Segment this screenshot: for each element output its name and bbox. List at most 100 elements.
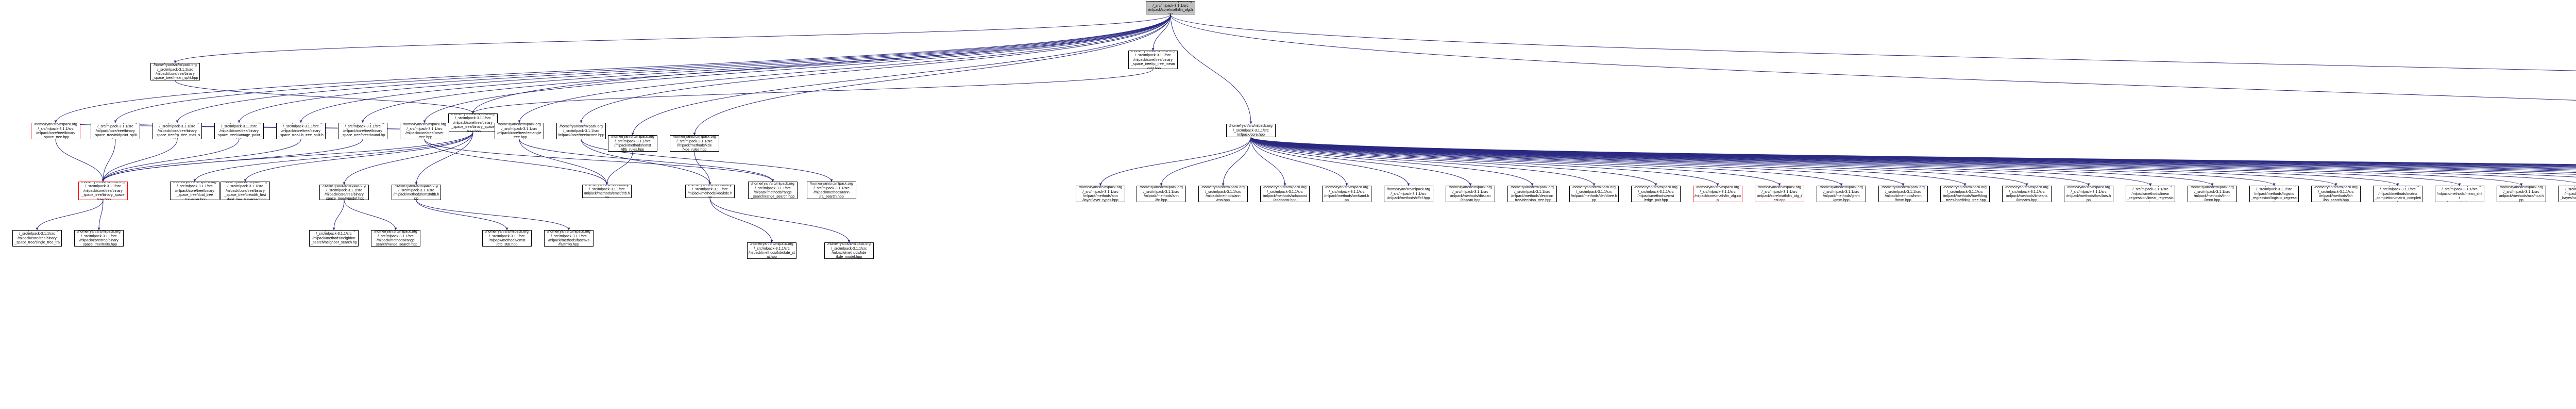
graph-edge [1250, 137, 1967, 186]
graph-node[interactable]: /home/ryan/src/mlpack.org /_src/mlpack-3… [495, 123, 544, 139]
graph-node[interactable]: /home/ryan/src/mlpack.org /_src/mlpack-3… [78, 182, 128, 200]
graph-node[interactable]: /home/ryan/src/mlpack.org /_src/mlpack-3… [31, 123, 80, 139]
graph-node[interactable]: /home/ryan/src/mlpack.org /_src/mlpack-3… [2249, 186, 2299, 202]
graph-node[interactable]: /home/ryan/src/mlpack.org /_src/mlpack-3… [685, 185, 735, 198]
graph-node[interactable]: /home/ryan/src/mlpack.org /_src/mlpack-3… [371, 230, 420, 247]
graph-edge [54, 14, 1171, 123]
graph-edge [1250, 137, 2576, 169]
graph-node[interactable]: /home/ryan/src/mlpack.org /_src/mlpack-3… [582, 185, 632, 198]
graph-node[interactable]: /home/ryan/src/mlpack.org /_src/mlpack-3… [747, 242, 796, 259]
graph-node[interactable]: /home/ryan/src/mlpack.org /_src/mlpack-3… [1631, 186, 1681, 202]
graph-edge [1170, 14, 1252, 124]
graph-edge [1250, 137, 2576, 175]
graph-edge [55, 139, 105, 182]
graph-node[interactable]: /home/ryan/src/mlpack.org /_src/mlpack-3… [608, 135, 657, 152]
graph-node[interactable]: /home/ryan/src/mlpack.org /_src/mlpack-3… [1322, 186, 1371, 202]
graph-node[interactable]: /home/ryan/src/mlpack.org /_src/mlpack-3… [2435, 186, 2484, 202]
graph-node[interactable]: /home/ryan/src/mlpack.org /_src/mlpack-3… [221, 182, 270, 200]
graph-node[interactable]: /home/ryan/src/mlpack.org /_src/mlpack-3… [748, 182, 798, 199]
graph-node[interactable]: /home/ryan/src/mlpack.org /_src/mlpack-3… [670, 135, 719, 152]
graph-edge [1250, 137, 1781, 186]
graph-root-node[interactable]: /home/ryan/src/mlpack.org /_src/mlpack-3… [1146, 1, 1195, 14]
graph-node[interactable]: /home/ryan/src/mlpack.org /_src/mlpack-3… [1940, 186, 1990, 202]
graph-edge [1250, 137, 2576, 177]
graph-node[interactable]: /home/ryan/src/mlpack.org /_src/mlpack-3… [74, 230, 124, 247]
graph-edge [1250, 137, 1472, 186]
graph-edge [694, 151, 711, 185]
graph-edge [709, 198, 773, 243]
graph-edge [1250, 137, 2576, 166]
graph-node[interactable]: /home/ryan/src/mlpack.org /_src/mlpack-3… [214, 123, 264, 139]
graph-node[interactable]: /home/ryan/src/mlpack.org /_src/mlpack-3… [544, 230, 594, 247]
graph-node[interactable]: /home/ryan/src/mlpack.org /_src/mlpack-3… [2126, 186, 2175, 202]
graph-node[interactable]: /home/ryan/src/mlpack.org /_src/mlpack-3… [482, 230, 532, 247]
graph-node[interactable]: /home/ryan/src/mlpack.org /_src/mlpack-3… [1755, 186, 1804, 202]
graph-node[interactable]: /home/ryan/src/mlpack.org /_src/mlpack-3… [2373, 186, 2422, 202]
graph-node[interactable]: /home/ryan/src/mlpack.org /_src/mlpack-3… [1198, 186, 1248, 202]
graph-node[interactable]: /home/ryan/src/mlpack.org /_src/mlpack-3… [1693, 186, 1742, 202]
graph-edge [1250, 137, 2214, 186]
graph-edge [1250, 137, 1843, 186]
graph-edge [1250, 137, 1905, 186]
graph-edge [1099, 137, 1251, 186]
graph-node[interactable]: /home/ryan/src/mlpack.org /_src/mlpack-3… [2064, 186, 2113, 202]
graph-edge [1250, 137, 2576, 166]
graph-edge [238, 14, 1171, 123]
graph-node[interactable]: /home/ryan/src/mlpack.org /_src/mlpack-3… [91, 123, 140, 139]
graph-edge [471, 69, 1154, 114]
graph-edge [416, 200, 570, 231]
graph-node[interactable]: /home/ryan/src/mlpack.org /_src/mlpack-3… [2188, 186, 2237, 202]
graph-edge [1250, 137, 2576, 167]
graph-node[interactable]: /home/ryan/src/mlpack.org /_src/mlpack-3… [400, 123, 449, 139]
graph-edge [631, 14, 1171, 136]
graph-node[interactable]: /home/ryan/src/mlpack.org /_src/mlpack-3… [1507, 186, 1557, 202]
graph-edge [1250, 137, 2576, 168]
graph-node[interactable]: /home/ryan/src/mlpack.org /_src/mlpack-3… [1878, 186, 1928, 202]
graph-node[interactable]: /home/ryan/src/mlpack.org /_src/mlpack-3… [170, 182, 219, 200]
graph-edge [415, 132, 473, 185]
graph-edge [1250, 137, 2276, 186]
graph-node[interactable]: /home/ryan/src/mlpack.org /_src/mlpack-3… [2558, 186, 2576, 202]
graph-node[interactable]: /home/ryan/src/mlpack.org /_src/mlpack-3… [2002, 186, 2052, 202]
graph-node[interactable]: /home/ryan/src/mlpack.org /_src/mlpack-3… [1446, 186, 1495, 202]
graph-node[interactable]: /home/ryan/src/mlpack.org /_src/mlpack-3… [12, 230, 62, 247]
graph-node[interactable]: /home/ryan/src/mlpack.org /_src/mlpack-3… [448, 113, 498, 132]
graph-edge [244, 132, 473, 182]
graph-node[interactable]: /home/ryan/src/mlpack.org /_src/mlpack-3… [2497, 186, 2546, 202]
graph-edge [423, 14, 1171, 123]
graph-edge [299, 14, 1171, 123]
graph-node[interactable]: /home/ryan/src/mlpack.org /_src/mlpack-3… [1384, 186, 1433, 202]
graph-node[interactable]: /home/ryan/src/mlpack.org /_src/mlpack-3… [807, 182, 856, 199]
graph-edge [97, 200, 104, 231]
graph-edge [1250, 137, 2576, 170]
graph-node[interactable]: /home/ryan/src/mlpack.org /_src/mlpack-3… [338, 123, 387, 139]
graph-edge [174, 14, 1171, 63]
graph-edge [1250, 137, 1596, 186]
graph-edge [175, 80, 474, 114]
graph-node[interactable]: /home/ryan/src/mlpack.org /_src/mlpack-3… [1128, 51, 1178, 69]
graph-edge [1250, 137, 2576, 167]
graph-node[interactable]: /home/ryan/src/mlpack.org /_src/mlpack-3… [276, 123, 326, 139]
graph-node[interactable]: /home/ryan/src/mlpack.org /_src/mlpack-3… [152, 123, 202, 139]
graph-node[interactable]: /home/ryan/src/mlpack.org /_src/mlpack-3… [1817, 186, 1866, 202]
graph-node[interactable]: /home/ryan/src/mlpack.org /_src/mlpack-3… [309, 230, 359, 247]
graph-node[interactable]: /home/ryan/src/mlpack.org /_src/mlpack-3… [1076, 186, 1125, 202]
graph-node[interactable]: /home/ryan/src/mlpack.org /_src/mlpack-3… [1569, 186, 1619, 202]
graph-node[interactable]: /home/ryan/src/mlpack.org /_src/mlpack-3… [2311, 186, 2361, 202]
graph-edge [1160, 137, 1251, 186]
graph-node[interactable]: /home/ryan/src/mlpack.org /_src/mlpack-3… [319, 185, 369, 200]
graph-node[interactable]: /home/ryan/src/mlpack.org /_src/mlpack-3… [1260, 186, 1310, 202]
graph-node[interactable]: /home/ryan/src/mlpack.org /_src/mlpack-3… [824, 242, 874, 259]
graph-node[interactable]: /home/ryan/src/mlpack.org /_src/mlpack-3… [556, 123, 606, 139]
graph-edge [101, 139, 301, 182]
graph-edge [1250, 137, 1657, 186]
graph-node[interactable]: /home/ryan/src/mlpack.org /_src/mlpack-3… [150, 63, 200, 80]
graph-node[interactable]: /home/ryan/src/mlpack.org /_src/mlpack-3… [392, 185, 441, 200]
graph-node[interactable]: /home/ryan/src/mlpack.org /_src/mlpack-3… [1137, 186, 1186, 202]
graph-edge [101, 132, 473, 182]
graph-edge [101, 139, 240, 182]
graph-edge [1250, 137, 2399, 186]
graph-node[interactable]: /home/ryan/src/mlpack.org /_src/mlpack-3… [1226, 124, 1276, 137]
